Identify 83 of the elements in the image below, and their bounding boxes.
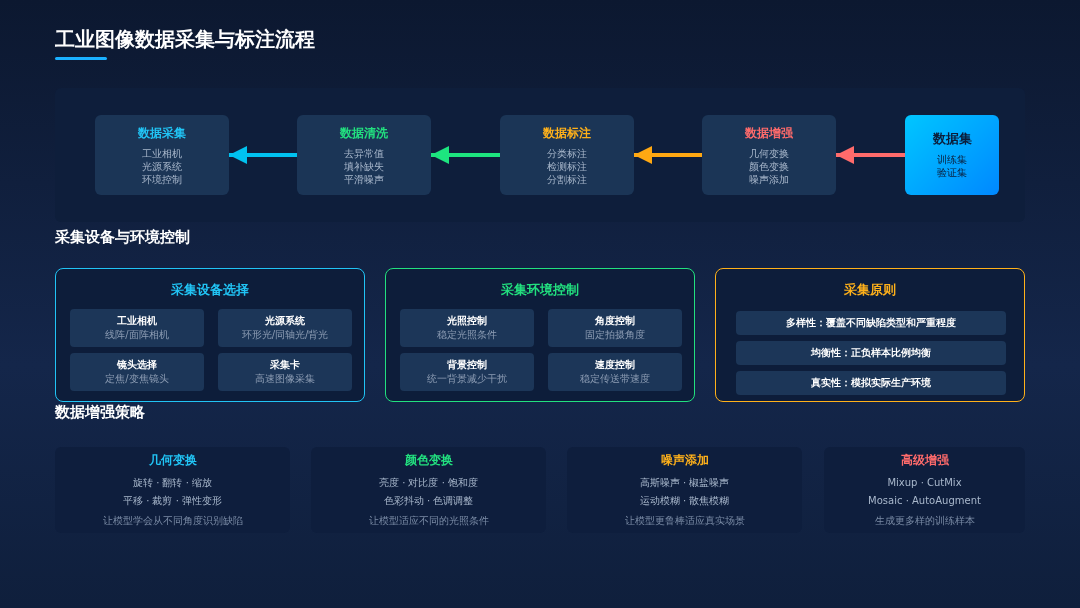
principle-row	[736, 311, 1006, 335]
item-card	[70, 353, 204, 391]
card-note: 生成更多样的训练样本	[874, 514, 975, 528]
process-box	[95, 115, 229, 195]
process-box	[702, 115, 836, 195]
card-note: 让模型学会从不同角度识别缺陷	[102, 514, 243, 528]
item-card	[548, 309, 682, 347]
card-title: 数据增强	[745, 124, 793, 142]
card-title: 数据清洗	[340, 124, 388, 142]
item-title: 光照控制	[447, 314, 487, 328]
item-title: 光源系统	[265, 314, 305, 328]
item-card	[548, 353, 682, 391]
card-title: 采集原则	[844, 282, 896, 299]
principle-text: 多样性：覆盖不同缺陷类型和严重程度	[786, 316, 956, 330]
panel-card	[385, 268, 695, 402]
card-title: 高级增强	[900, 452, 949, 469]
card-text: 工业相机	[142, 146, 182, 160]
card-text: 运动模糊 · 散焦模糊	[639, 494, 730, 508]
card-text: Mosaic · AutoAugment	[868, 494, 981, 508]
item-text: 稳定传送带速度	[580, 372, 650, 386]
item-text: 高速图像采集	[255, 372, 315, 386]
item-card	[70, 309, 204, 347]
item-title: 背景控制	[447, 358, 487, 372]
card-title: 采集环境控制	[501, 282, 579, 299]
item-text: 统一背景减少干扰	[427, 372, 507, 386]
item-text: 定焦/变焦镜头	[105, 372, 169, 386]
process-box	[500, 115, 634, 195]
item-text: 环形光/同轴光/背光	[241, 328, 329, 342]
card-text: 填补缺失	[344, 159, 384, 173]
card-text: Mixup · CutMix	[887, 476, 962, 490]
item-title: 角度控制	[595, 314, 635, 328]
item-title: 工业相机	[117, 314, 157, 328]
process-box	[297, 115, 431, 195]
card-title: 几何变换	[148, 452, 197, 469]
panel-card	[715, 268, 1025, 402]
arrow	[836, 146, 905, 164]
arrow	[634, 146, 702, 164]
item-title: 采集卡	[270, 358, 300, 372]
card-text: 高斯噪声 · 椒盐噪声	[639, 476, 730, 490]
card-title: 数据集	[932, 131, 972, 148]
card-note: 让模型适应不同的光照条件	[368, 514, 489, 528]
arrow	[431, 146, 500, 164]
panel-card	[55, 268, 365, 402]
card-text: 训练集	[937, 153, 967, 166]
item-title: 镜头选择	[117, 358, 157, 372]
card-text: 亮度 · 对比度 · 饱和度	[378, 476, 479, 490]
dataset-box	[905, 115, 999, 195]
card-text: 色彩抖动 · 色调调整	[383, 494, 474, 508]
item-card	[400, 309, 534, 347]
card-note: 让模型更鲁棒适应真实场景	[624, 514, 745, 528]
item-text: 线阵/面阵相机	[105, 328, 169, 342]
card-text: 分割标注	[547, 172, 587, 186]
card-title: 采集设备选择	[171, 282, 249, 299]
card-text: 旋转 · 翻转 · 缩放	[132, 476, 213, 490]
card-text: 光源系统	[142, 159, 182, 173]
card-text: 几何变换	[749, 146, 789, 160]
card-title: 数据标注	[543, 124, 591, 142]
section-heading: 采集设备与环境控制	[55, 228, 190, 247]
card-text: 平移 · 裁剪 · 弹性变形	[122, 494, 223, 508]
item-text: 固定拍摄角度	[585, 328, 645, 342]
page-title: 工业图像数据采集与标注流程	[55, 26, 315, 53]
item-title: 速度控制	[595, 358, 635, 372]
card-text: 分类标注	[547, 146, 587, 160]
card-text: 检测标注	[547, 159, 587, 173]
card-text: 验证集	[937, 166, 967, 179]
card-title: 噪声添加	[660, 452, 709, 469]
card-title: 颜色变换	[404, 452, 453, 469]
item-card	[218, 309, 352, 347]
card-title: 数据采集	[138, 124, 186, 142]
principle-text: 均衡性：正负样本比例均衡	[811, 346, 931, 360]
card-text: 颜色变换	[749, 159, 789, 173]
item-card	[218, 353, 352, 391]
principle-row	[736, 341, 1006, 365]
card-text: 平滑噪声	[344, 172, 384, 186]
section-heading: 数据增强策略	[55, 403, 145, 422]
card-text: 噪声添加	[749, 172, 789, 186]
card-text: 去异常值	[344, 146, 384, 160]
item-text: 稳定光照条件	[437, 328, 497, 342]
principle-text: 真实性：模拟实际生产环境	[811, 376, 931, 390]
principle-row	[736, 371, 1006, 395]
item-card	[400, 353, 534, 391]
arrow	[229, 146, 297, 164]
card-text: 环境控制	[142, 172, 182, 186]
